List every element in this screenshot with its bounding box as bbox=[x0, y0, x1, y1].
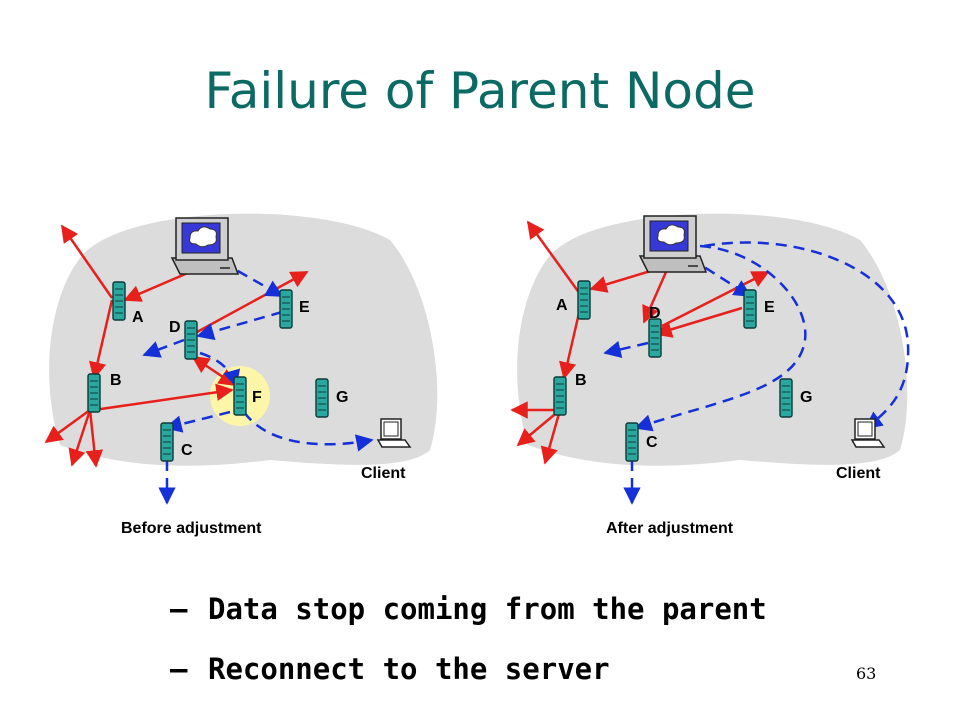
client-label: Client bbox=[836, 465, 881, 482]
server-icon bbox=[171, 217, 239, 275]
before-caption: Before adjustment bbox=[121, 520, 262, 537]
node-label-c: C bbox=[181, 442, 193, 459]
node-label-d: D bbox=[649, 305, 661, 322]
bullet-item: –Reconnect to the server bbox=[170, 652, 610, 686]
server-icon bbox=[639, 215, 707, 273]
node-label-g: G bbox=[336, 389, 348, 406]
bullet-text: Data stop coming from the parent bbox=[208, 592, 767, 626]
node-label-a: A bbox=[132, 309, 144, 326]
network-node-icon bbox=[160, 422, 174, 462]
node-label-b: B bbox=[110, 372, 122, 389]
network-node-icon bbox=[577, 280, 591, 320]
after-caption: After adjustment bbox=[606, 520, 734, 537]
network-node-icon bbox=[779, 378, 793, 418]
after-dashed-links bbox=[603, 241, 910, 505]
node-label-b: B bbox=[575, 372, 587, 389]
slide-title: Failure of Parent Node bbox=[204, 62, 756, 120]
network-node-icon bbox=[315, 378, 329, 418]
page-number: 63 bbox=[856, 664, 877, 683]
node-label-g: G bbox=[800, 389, 812, 406]
after-diagram: A B C D E G Client After adjustment bbox=[510, 213, 910, 537]
node-label-e: E bbox=[764, 299, 775, 316]
network-node-icon bbox=[112, 281, 126, 321]
network-node-icon bbox=[625, 422, 639, 462]
node-label-a: A bbox=[556, 297, 568, 314]
network-node-icon bbox=[648, 318, 662, 358]
network-node-icon bbox=[743, 289, 757, 329]
before-dashed-links bbox=[142, 260, 374, 505]
node-label-d: D bbox=[169, 319, 181, 336]
node-label-e: E bbox=[299, 299, 310, 316]
network-node-icon bbox=[87, 373, 101, 413]
node-label-f: F bbox=[252, 389, 262, 406]
bullet-dash: – bbox=[170, 652, 188, 686]
bullet-text: Reconnect to the server bbox=[208, 652, 610, 686]
network-node-icon bbox=[279, 289, 293, 329]
before-solid-links bbox=[44, 224, 309, 468]
network-node-icon bbox=[553, 376, 567, 416]
bullet-dash: – bbox=[170, 592, 188, 626]
after-cloud bbox=[517, 213, 908, 466]
bullet-item: –Data stop coming from the parent bbox=[170, 592, 767, 626]
before-cloud bbox=[49, 213, 438, 466]
network-node-icon bbox=[233, 376, 247, 416]
network-node-icon bbox=[184, 320, 198, 360]
node-label-c: C bbox=[646, 434, 658, 451]
before-diagram: A B C D E F G Client Before adjustment bbox=[44, 213, 438, 537]
client-label: Client bbox=[361, 465, 406, 482]
